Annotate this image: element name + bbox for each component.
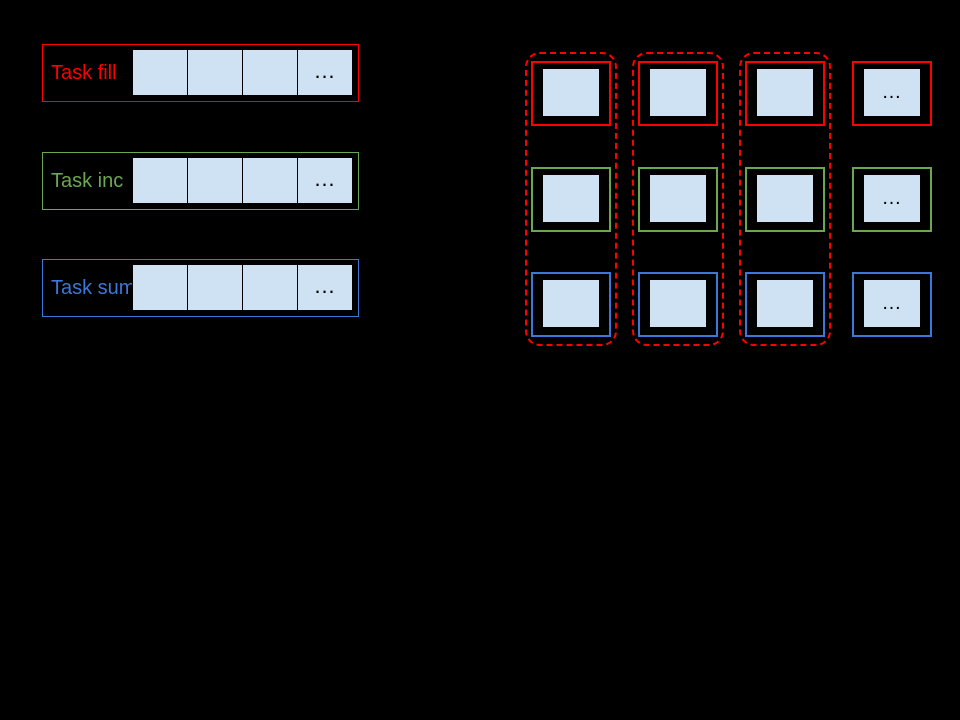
chunk-block [757, 69, 813, 116]
grid-cell-fill [745, 61, 825, 126]
task-inc-row: Task inc … [42, 152, 359, 210]
grid-cell-sum [638, 272, 718, 337]
array-cell-ellipsis: … [297, 157, 353, 204]
chunk-block [650, 175, 706, 222]
chunk-block: … [864, 175, 920, 222]
chunk-block [757, 175, 813, 222]
grid-cell-inc [745, 167, 825, 232]
task-sum-label: Task sum [51, 276, 136, 299]
grid-cell-fill [638, 61, 718, 126]
task-inc-label: Task inc [51, 169, 124, 192]
array-cell [132, 264, 188, 311]
grid-cell-sum-ellipsis: … [852, 272, 932, 337]
ellipsis-text: … [881, 291, 903, 314]
grid-cell-sum [531, 272, 611, 337]
ellipsis-text: … [313, 57, 337, 83]
array-cell [242, 264, 298, 311]
dashed-column-group [632, 52, 724, 346]
array-cell [242, 49, 298, 96]
array-cell [187, 264, 243, 311]
task-fill-array: … [132, 49, 353, 96]
chunk-block [650, 69, 706, 116]
grid-cell-fill [531, 61, 611, 126]
array-cell [187, 157, 243, 204]
array-cell-ellipsis: … [297, 264, 353, 311]
task-fill-label: Task fill [51, 61, 117, 84]
chunk-block [543, 175, 599, 222]
grid-cell-inc-ellipsis: … [852, 167, 932, 232]
chunk-block [757, 280, 813, 327]
array-cell [242, 157, 298, 204]
array-cell [132, 49, 188, 96]
ellipsis-text: … [881, 80, 903, 103]
dashed-column-group [525, 52, 617, 346]
grid-cell-inc [638, 167, 718, 232]
grid-cell-fill-ellipsis: … [852, 61, 932, 126]
array-cell [187, 49, 243, 96]
task-sum-row: Task sum … [42, 259, 359, 317]
chunk-block [543, 69, 599, 116]
grid-cell-sum [745, 272, 825, 337]
task-fill-row: Task fill … [42, 44, 359, 102]
array-cell-ellipsis: … [297, 49, 353, 96]
task-inc-array: … [132, 157, 353, 204]
chunk-block: … [864, 280, 920, 327]
chunk-block [543, 280, 599, 327]
ellipsis-text: … [881, 186, 903, 209]
grid-cell-inc [531, 167, 611, 232]
array-cell [132, 157, 188, 204]
chunk-block: … [864, 69, 920, 116]
dashed-column-group [739, 52, 831, 346]
chunk-block [650, 280, 706, 327]
ellipsis-text: … [313, 165, 337, 191]
ellipsis-text: … [313, 272, 337, 298]
task-sum-array: … [132, 264, 353, 311]
